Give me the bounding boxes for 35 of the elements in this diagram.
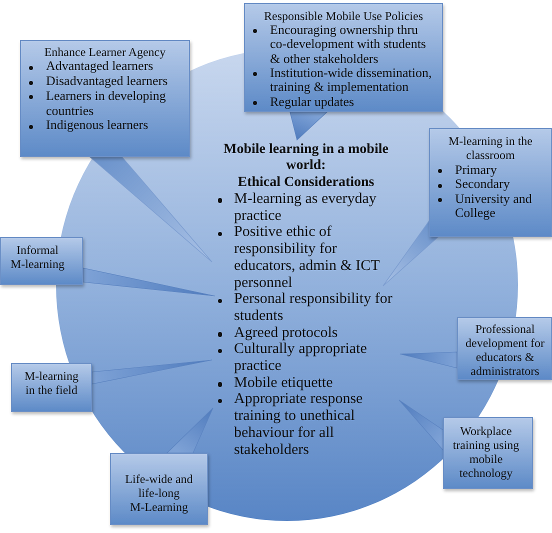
callout-pointer bbox=[89, 156, 212, 262]
callout-heading: Responsible Mobile Use Policies bbox=[264, 8, 423, 23]
list-item: University and College bbox=[455, 190, 532, 220]
list-item: Disadvantaged learners bbox=[46, 73, 168, 88]
callout-heading: Enhance Learner Agency bbox=[44, 44, 166, 58]
callout-pointer bbox=[398, 400, 444, 451]
list-item: Regular updates bbox=[270, 94, 354, 109]
callout-text: Life-wide and life-long M-Learning bbox=[125, 472, 193, 514]
callout-box bbox=[443, 417, 533, 489]
callout-box bbox=[11, 363, 92, 412]
callout-text: Workplace training using mobile technology bbox=[452, 424, 520, 480]
callout-pointer bbox=[82, 268, 216, 296]
callout-pointer bbox=[290, 112, 328, 141]
callout-text: Professional development for educators & administrators bbox=[466, 322, 544, 378]
circle-subheading: Ethical Considerations bbox=[238, 174, 374, 190]
circle-heading: Mobile learning in a mobile world: bbox=[224, 142, 388, 173]
callout-box bbox=[244, 3, 443, 112]
callout-box bbox=[457, 317, 552, 380]
callout-box bbox=[0, 237, 83, 285]
list-item: Secondary bbox=[455, 176, 510, 192]
list-item: Primary bbox=[455, 162, 497, 177]
callout-pointer bbox=[400, 352, 458, 368]
list-item: Indigenous learners bbox=[46, 117, 148, 132]
list-item: Agreed protocols bbox=[234, 324, 338, 341]
callout-heading: M-learning in the classroom bbox=[448, 134, 532, 162]
list-item: Mobile etiquette bbox=[234, 374, 333, 391]
list-item: Advantaged learners bbox=[46, 58, 154, 74]
callout-pointer bbox=[382, 220, 438, 286]
callout-pointer bbox=[92, 360, 212, 384]
callout-box bbox=[20, 40, 190, 157]
list-item: Appropriate response training to unethical behaviour for all stakeholders bbox=[234, 391, 363, 458]
callout-box bbox=[429, 128, 552, 237]
callout-text: Informal M-learning bbox=[10, 243, 64, 271]
callout-text: M-learning in the field bbox=[24, 369, 78, 397]
callout-pointer bbox=[166, 408, 214, 454]
